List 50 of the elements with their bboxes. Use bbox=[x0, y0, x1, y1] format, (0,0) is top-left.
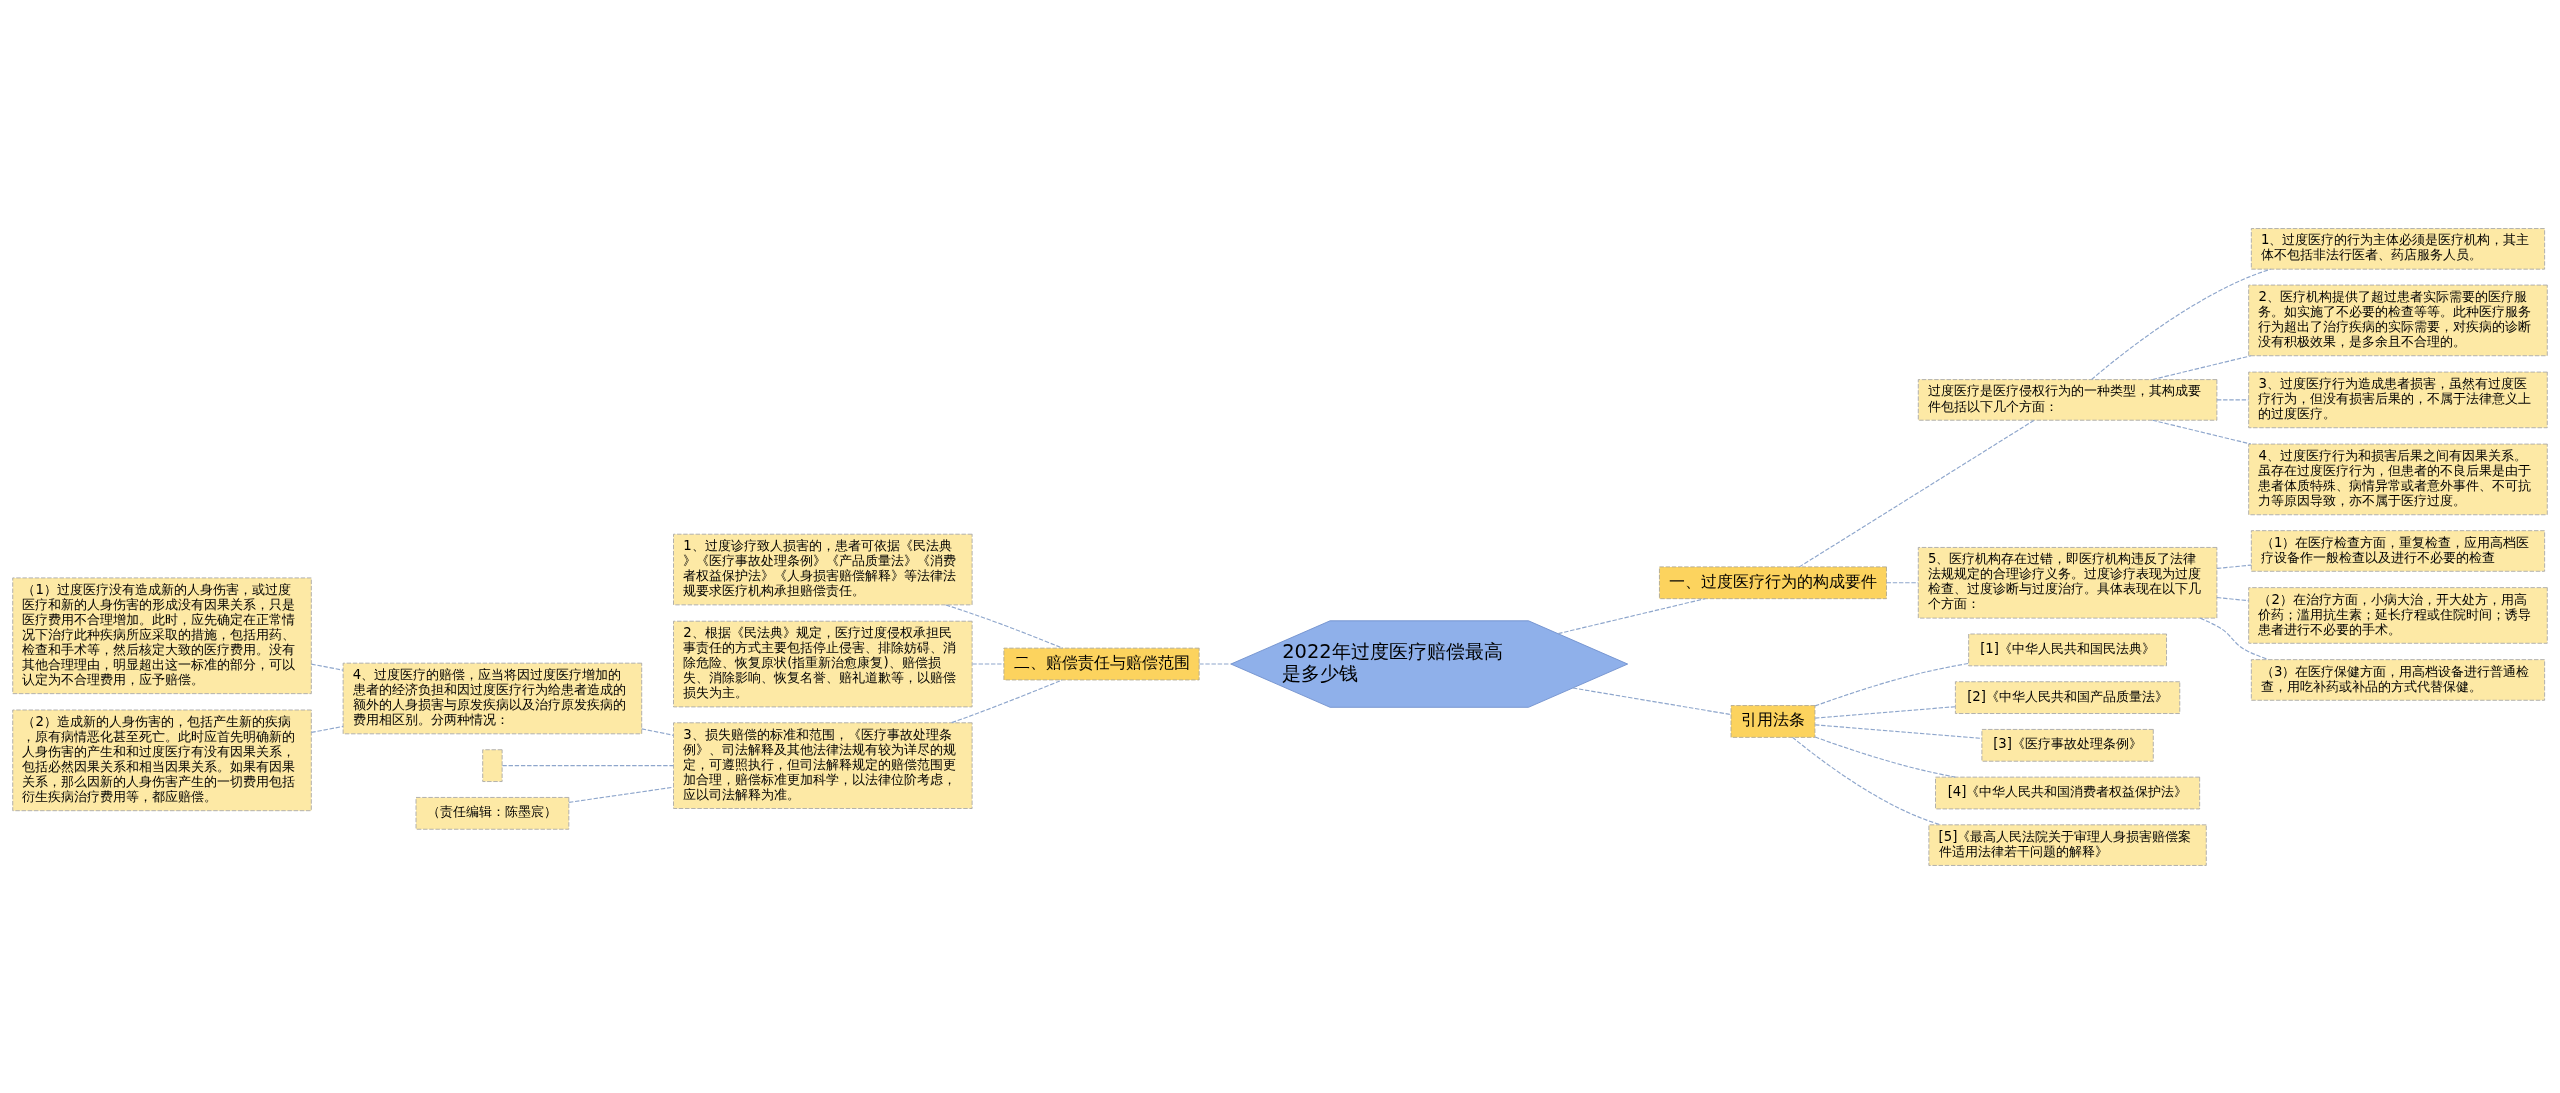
node-box: （3）在医疗保健方面，用高档设备进行普通检查，用吃补药或补品的方式代替保健。 bbox=[2250, 658, 2546, 701]
node-box: 4、过度医疗的赔偿，应当将因过度医疗增加的患者的经济负担和因过度医疗行为给患者造成的额外的人身损害与原发疾病以及治疗原发疾病的费用相区别。分两种情况： bbox=[342, 662, 643, 734]
connector bbox=[2091, 268, 2272, 380]
connector bbox=[310, 663, 344, 671]
connector bbox=[501, 764, 675, 766]
connector bbox=[951, 678, 1063, 723]
node-box: 二、赔偿责任与赔偿范围 bbox=[1003, 647, 1200, 680]
connector bbox=[1557, 597, 1706, 634]
node-box: [5]《最高人民法院关于审理人身损害赔偿案件适用法律若干问题的解释》 bbox=[1928, 823, 2207, 866]
node-box: （2）造成新的人身伤害的，包括产生新的疾病，原有病情恶化甚至死亡。此时应首先明确新的人身伤害的产生和和过度医疗有没有因果关系，包括必然因果关系和相当因果关系。如果有因果关系，那么因新的人身伤害产生的一切费用包括衍生疾病治疗费用等，都应赔偿。 bbox=[12, 709, 312, 811]
node-box: 4、过度医疗行为和损害后果之间有因果关系。虽存在过度医疗行为，但患者的不良后果是由于患者体质特殊、病情异常或者意外事件、不可抗力等原因导致，亦不属于医疗过度。 bbox=[2248, 443, 2548, 515]
node-box: 3、过度医疗行为造成患者损害，虽然有过度医疗行为，但没有损害后果的，不属于法律意义上的过度医疗。 bbox=[2248, 371, 2548, 428]
node-box: 1、过度医疗的行为主体必须是医疗机构，其主体不包括非法行医者、药店服务人员。 bbox=[2250, 227, 2546, 270]
connector bbox=[1814, 662, 1970, 706]
connector bbox=[1814, 723, 1983, 739]
connector bbox=[2152, 354, 2252, 380]
connector bbox=[2216, 398, 2250, 400]
connector bbox=[1814, 705, 1956, 719]
connector bbox=[2216, 564, 2252, 569]
connector bbox=[2216, 596, 2250, 601]
node-box: 一、过度医疗行为的构成要件 bbox=[1659, 565, 1887, 599]
connector bbox=[1791, 736, 1942, 825]
node-box: 5、医疗机构存在过错，即医疗机构违反了法律法规规定的合理诊疗义务。过度诊疗表现为过度检查、过度诊断与过度治疗。具体表现在以下几个方面： bbox=[1917, 546, 2218, 619]
node-box: 2、根据《民法典》规定，医疗过度侵权承担民事责任的方式主要包括停止侵害、排除妨碍、消除危险、恢复原状(指重新治愈康复)、赔偿损失、消除影响、恢复名誉、赔礼道歉等，以赔偿损失为主。 bbox=[673, 620, 973, 707]
connector bbox=[1798, 419, 2035, 567]
node-box: （1）过度医疗没有造成新的人身伤害，或过度医疗和新的人身伤害的形成没有因果关系，只是医疗费用不合理增加。此时，应先确定在正常情况下治疗此种疾病所应采取的措施，包括用药、检查和手术等，然后核定大致的医疗费用。没有其他合理理由，明显超出这一标准的部分，可以认定为不合理费用，应予赔偿。 bbox=[12, 576, 312, 694]
node-box: 引用法条 bbox=[1730, 704, 1816, 738]
node-box bbox=[482, 748, 503, 782]
connector bbox=[641, 727, 675, 736]
connector bbox=[1198, 662, 1232, 665]
node-box: 2、医疗机构提供了超过患者实际需要的医疗服务。如实施了不必要的检查等等。此种医疗服务行为超出了治疗疾病的实际需要，对疾病的诊断没有积极效果，是多余且不合理的。 bbox=[2248, 284, 2548, 356]
node-box: 1、过度诊疗致人损害的，患者可依据《民法典》《医疗事故处理条例》《产品质量法》《消费者权益保护法》《人身损害赔偿解释》等法律法规要求医疗机构承担赔偿责任。 bbox=[673, 533, 973, 605]
node-box: [2]《中华人民共和国产品质量法》 bbox=[1954, 680, 2181, 714]
connector bbox=[1886, 581, 1919, 583]
connector bbox=[568, 786, 674, 803]
node-box: （1）在医疗检查方面，重复检查，应用高档医疗设备作一般检查以及进行不必要的检查 bbox=[2250, 529, 2546, 572]
node-box: [1]《中华人民共和国民法典》 bbox=[1968, 633, 2167, 666]
node-box: 过度医疗是医疗侵权行为的一种类型，其构成要件包括以下几个方面： bbox=[1917, 378, 2218, 421]
node-box: [3]《医疗事故处理条例》 bbox=[1981, 728, 2154, 762]
connector bbox=[945, 603, 1063, 649]
node-box: 3、损失赔偿的标准和范围，《医疗事故处理条例》、司法解释及其他法律法规有较为详尽的规定，可遵照执行，但司法解释规定的赔偿范围更加合理，赔偿标准更加科学，以法律位阶考虑，应以司法解释为准。 bbox=[673, 721, 973, 809]
connector bbox=[971, 662, 1005, 665]
connector bbox=[1814, 735, 1956, 778]
connector bbox=[310, 725, 344, 733]
connector bbox=[1572, 686, 1732, 715]
connector bbox=[2152, 419, 2252, 445]
node-box: [4]《中华人民共和国消费者权益保护法》 bbox=[1935, 776, 2201, 809]
node-box: （2）在治疗方面，小病大治，开大处方，用高价药；滥用抗生素；延长疗程或住院时间；诱导患者进行不必要的手术。 bbox=[2248, 586, 2548, 644]
connector bbox=[2199, 617, 2269, 660]
node-box: （责任编辑：陈墨宸） bbox=[415, 796, 570, 830]
